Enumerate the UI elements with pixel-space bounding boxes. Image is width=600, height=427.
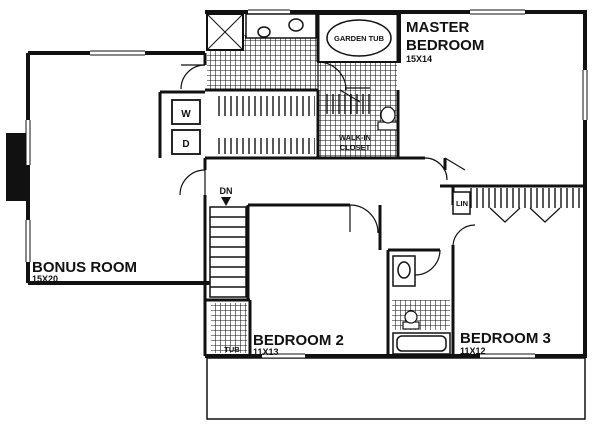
bedroom-2-title: BEDROOM 2 [253,332,344,349]
hall-walls [203,158,468,356]
door-swings [179,61,561,276]
sink-icon [257,26,271,38]
stair-down-label: DN [220,186,233,196]
washer-label: W [181,109,191,120]
stairs [209,206,247,298]
bath3-fixtures [392,255,451,355]
exterior-walls [26,10,587,358]
dryer-label: D [182,139,189,150]
bonus-room-size: 15X20 [32,274,58,284]
walk-in-label-2: CLOSET [340,143,371,152]
closet-rod [215,138,315,154]
washer [171,99,201,125]
bedroom-2-size: 11X13 [253,347,279,357]
bath3-tile [392,300,450,330]
garden-tub-label: GARDEN TUB [334,34,385,43]
dryer [171,129,201,155]
chimney [6,133,26,201]
master-bedroom-size: 15X14 [406,54,432,64]
porch-roof-outline [206,357,586,420]
windows [26,10,587,358]
bonus-room-title: BONUS ROOM [32,259,137,276]
tub-label: TUB [224,345,240,354]
closet-rod [215,96,315,116]
toilet-icon [402,310,420,330]
window-lines [25,9,588,359]
closet-rod [324,94,374,114]
stair-down-arrow-icon [221,197,231,206]
vanity-counter [245,13,317,39]
bedroom-3-title: BEDROOM 3 [460,330,551,347]
linen-rod [470,188,582,208]
linen-closet [452,191,471,215]
bath2-tile [211,303,247,353]
shower [206,13,244,51]
garden-tub [317,13,401,63]
sink-icon [288,18,304,32]
master-bedroom-title-2: BEDROOM [406,37,484,54]
linen-label: LIN [456,199,468,208]
bedroom-3-size: 11X12 [460,346,486,356]
master-bedroom-title-1: MASTER [406,19,470,36]
walk-in-label-1: WALK-IN [339,133,371,142]
interior-walls [158,12,425,160]
